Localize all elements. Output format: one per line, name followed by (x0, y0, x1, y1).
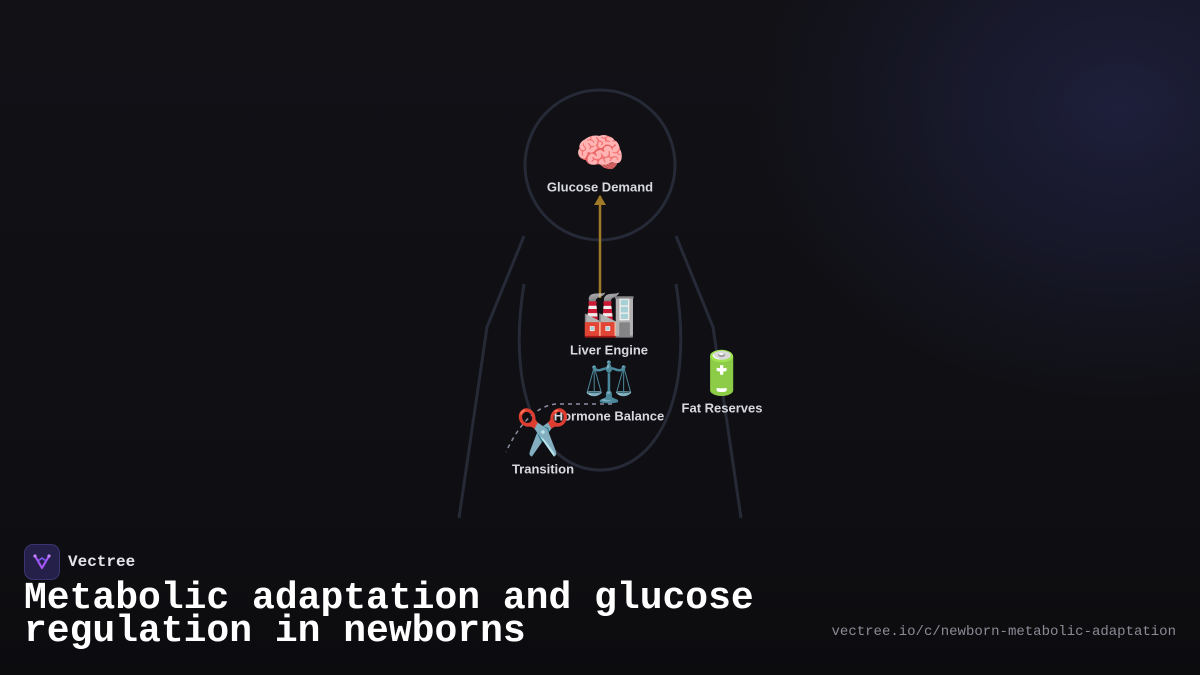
body-torso-outline (517, 283, 683, 472)
node-hormone-balance[interactable]: ⚖️ Hormone Balance (554, 363, 665, 424)
node-label: Glucose Demand (546, 179, 654, 195)
battery-icon: 🔋 (695, 348, 749, 398)
body-left-arm-outline (457, 235, 526, 519)
page-title: Metabolic adaptation and glucose regulat… (24, 577, 754, 653)
scales-icon: ⚖️ (584, 359, 634, 406)
brand-name: Vectree (68, 553, 136, 571)
edge-hormone-to-transition (505, 403, 612, 453)
node-liver-engine[interactable]: 🏭 Liver Engine (569, 288, 649, 358)
node-glucose-demand[interactable]: 🧠 Glucose Demand (547, 134, 653, 195)
node-transition[interactable]: ✂️ Transition (511, 407, 575, 477)
node-fat-reserves[interactable]: 🔋 Fat Reserves (681, 348, 763, 416)
node-label: Fat Reserves (681, 400, 763, 416)
node-label: Liver Engine (569, 342, 649, 358)
vectree-logo-icon (24, 544, 60, 580)
body-right-arm-outline (674, 235, 743, 519)
source-url[interactable]: vectree.io/c/newborn-metabolic-adaptatio… (831, 624, 1176, 640)
node-label: Hormone Balance (553, 408, 665, 424)
node-label: Transition (511, 461, 575, 477)
scissors-icon: ✂️ (515, 407, 571, 459)
factory-icon: 🏭 (581, 288, 637, 340)
brain-icon: 🧠 (575, 130, 625, 177)
brand[interactable]: Vectree (24, 544, 135, 580)
